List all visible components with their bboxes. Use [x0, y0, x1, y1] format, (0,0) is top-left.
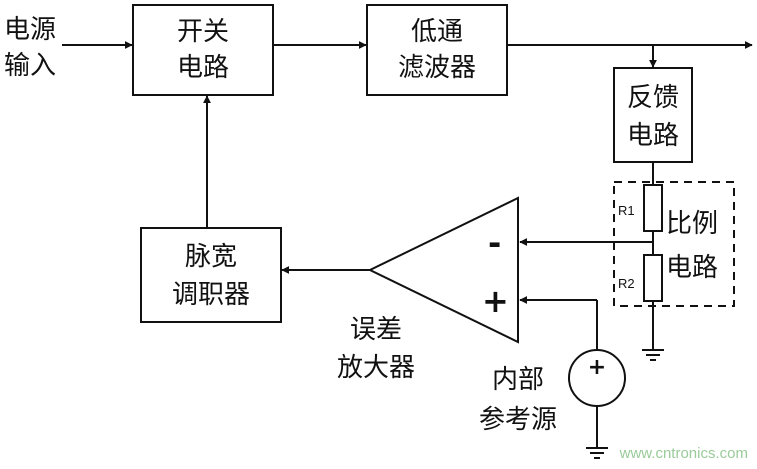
amp-plus-sign: +	[482, 282, 509, 320]
ground-symbol-resistors	[642, 349, 664, 361]
resistor-r2	[643, 254, 663, 302]
ratio-circuit-dashed-box	[613, 181, 735, 307]
feedback-circuit-box	[613, 67, 693, 163]
error-amplifier-triangle	[367, 196, 519, 344]
switch-circuit-label-line1: 开关	[177, 17, 229, 47]
switch-circuit-box	[132, 4, 274, 96]
pwm-label-line2: 调职器	[172, 280, 250, 310]
feedback-label-line1: 反馈	[627, 83, 679, 113]
pwm-label-line1: 脉宽	[185, 242, 237, 272]
ratio-label-line1: 比例	[666, 209, 718, 239]
reference-label-line1: 内部	[492, 365, 544, 395]
resistor-r1	[643, 184, 663, 232]
reference-label-line2: 参考源	[479, 405, 557, 435]
ground-symbol-source	[586, 447, 608, 459]
input-label-line2: 输入	[4, 51, 56, 81]
source-plus-sign: +	[588, 355, 606, 380]
feedback-label-line2: 电路	[627, 121, 679, 151]
pwm-modulator-box	[140, 227, 282, 323]
amplifier-label-line1: 误差	[350, 315, 402, 345]
amp-minus-sign: -	[488, 224, 501, 262]
ratio-label-line2: 电路	[666, 253, 718, 283]
switch-circuit-label-line2: 电路	[177, 53, 229, 83]
low-pass-filter-box	[366, 4, 508, 96]
lpf-label-line2: 滤波器	[398, 53, 476, 83]
input-label-line1: 电源	[4, 15, 56, 45]
watermark-text: www.cntronics.com	[619, 445, 748, 462]
r2-label: R2	[618, 276, 635, 291]
lpf-label-line1: 低通	[411, 17, 463, 47]
r1-label: R1	[618, 203, 635, 218]
amplifier-label-line2: 放大器	[337, 353, 415, 383]
